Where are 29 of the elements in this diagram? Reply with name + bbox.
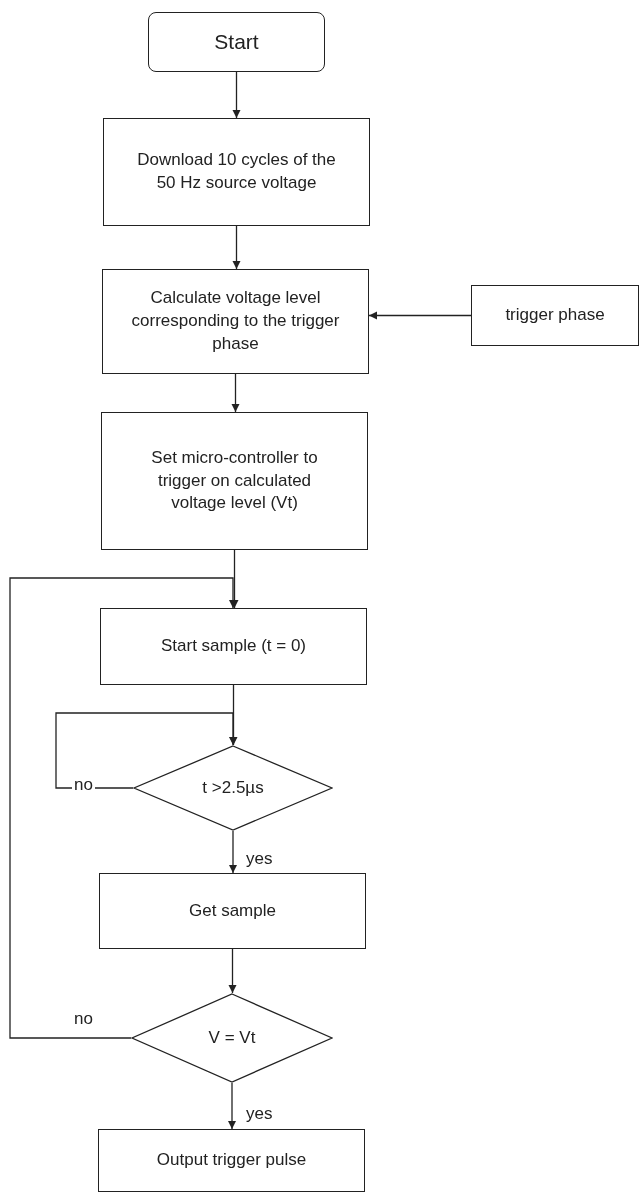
process-box: [101, 412, 368, 550]
decision-diamond: [133, 745, 333, 831]
process-box: [100, 608, 367, 685]
arrow: [229, 830, 237, 874]
node-text: Set micro-controller to trigger on calculated voltage level (Vt): [150, 446, 319, 515]
terminal-box: [148, 12, 325, 72]
arrow: [232, 71, 241, 119]
arrow: [55, 712, 237, 789]
process-box: [98, 1129, 365, 1192]
node-text: V = Vt: [208, 1026, 256, 1049]
process-box: [99, 873, 366, 949]
node-text: Download 10 cycles of the 50 Hz source voltage: [136, 149, 337, 194]
process-box: [103, 118, 370, 226]
arrow: [231, 373, 240, 413]
arrow: [228, 1082, 236, 1130]
node-text: trigger phase: [505, 304, 605, 327]
node-text: Get sample: [189, 899, 276, 922]
node-text: t >2.5µs: [202, 776, 264, 799]
arrow: [228, 948, 237, 994]
arrow: [232, 225, 241, 270]
node-text: Calculate voltage level corresponding to the trigger phase: [131, 287, 340, 355]
process-box: [102, 269, 369, 374]
decision-diamond: [131, 993, 333, 1083]
process-box: [471, 285, 639, 346]
node-text: Output trigger pulse: [156, 1149, 307, 1172]
arrow: [9, 577, 237, 1039]
node-text: Start: [214, 28, 259, 55]
arrow: [368, 311, 472, 320]
node-text: Start sample (t = 0): [161, 635, 306, 658]
